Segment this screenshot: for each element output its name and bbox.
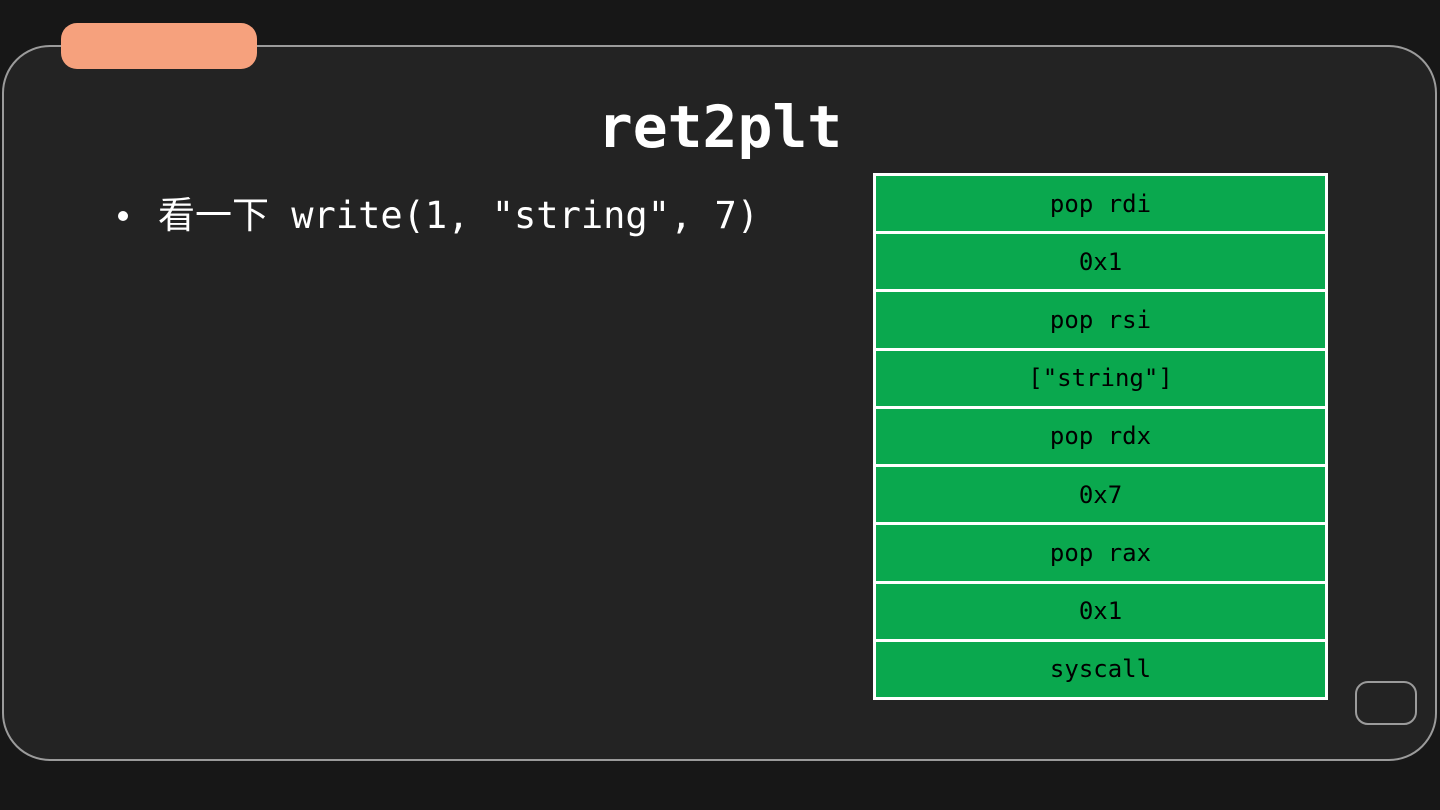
stack-cell: pop rax	[876, 525, 1325, 584]
stack-cell: pop rsi	[876, 292, 1325, 351]
stack-cell: 0x1	[876, 583, 1325, 642]
rop-stack-table: pop rdi 0x1 pop rsi ["string"] pop rdx 0…	[873, 173, 1328, 700]
corner-placeholder	[1355, 681, 1417, 725]
bullet-text: 看一下 write(1, "string", 7)	[158, 194, 760, 237]
stack-cell: pop rdi	[876, 176, 1325, 235]
bullet-dot-icon	[118, 211, 128, 221]
stack-cell: ["string"]	[876, 350, 1325, 409]
bullet-item: 看一下 write(1, "string", 7)	[118, 190, 759, 242]
stack-cell: pop rdx	[876, 408, 1325, 468]
slide-title: ret2plt	[597, 93, 843, 161]
stack-cell: 0x7	[876, 467, 1325, 526]
accent-tab	[61, 23, 257, 69]
stack-cell: 0x1	[876, 234, 1325, 293]
stack-cell: syscall	[876, 641, 1325, 697]
